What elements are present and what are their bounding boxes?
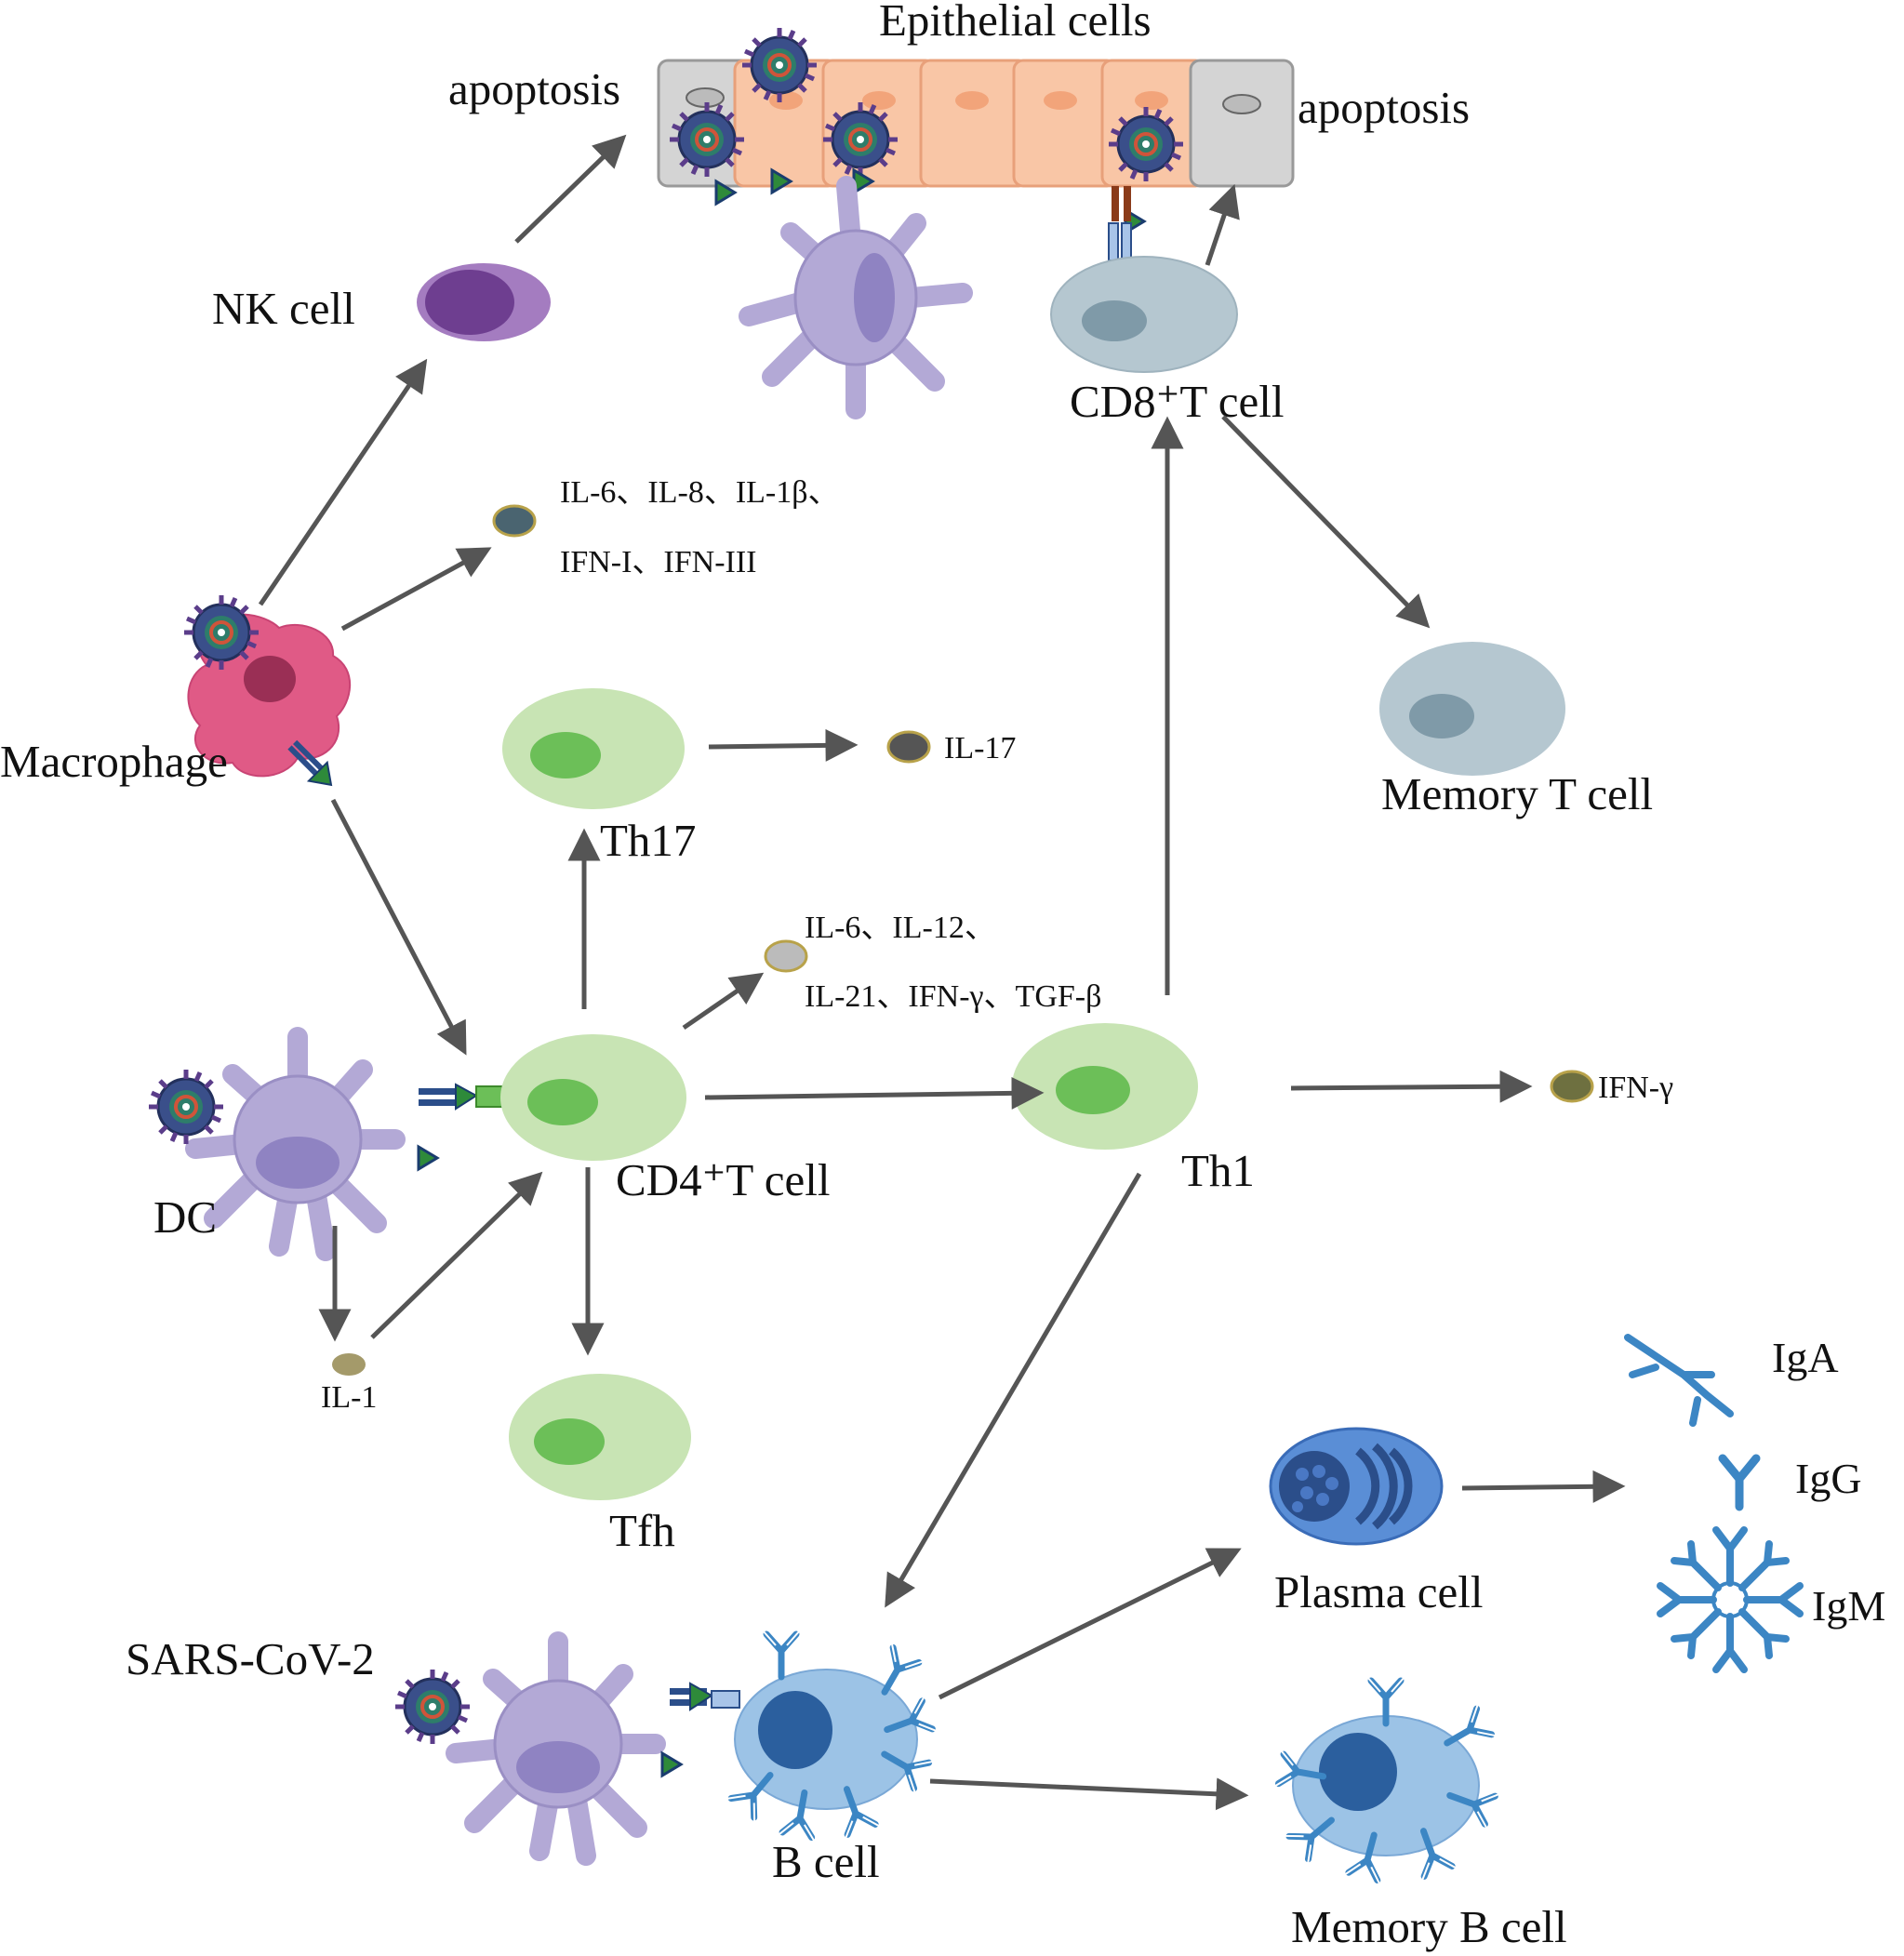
cytokine-dot-icon [764, 939, 808, 973]
cd8-t-cell [1050, 256, 1238, 373]
cd4-cytokines-line2: IL-21、IFN-γ、TGF-β [805, 979, 1101, 1014]
macrophage-label: Macrophage [0, 736, 228, 787]
arrow-cd4-to-th1 [704, 1076, 1045, 1110]
virus-icon [395, 1670, 470, 1744]
igm-label: IgM [1812, 1582, 1885, 1630]
cd4-cytokines-line1: IL-6、IL-12、 [805, 911, 996, 945]
virus-icon [670, 102, 744, 177]
arrow-b-to-memory-b [929, 1777, 1249, 1811]
apoptosis-right-label: apoptosis [1298, 82, 1470, 133]
th1-label: Th1 [1181, 1145, 1255, 1196]
arrow-th1-to-b-cell [885, 1172, 1142, 1608]
epithelial-cell-3 [919, 59, 1030, 188]
apoptosis-left-label: apoptosis [448, 63, 620, 114]
memory-b-label: Memory B cell [1291, 1901, 1567, 1952]
epithelial-label: Epithelial cells [879, 0, 1152, 46]
memory-t-label: Memory T cell [1381, 768, 1653, 819]
th17-label: Th17 [600, 815, 696, 866]
sars-label: SARS-CoV-2 [126, 1633, 375, 1684]
nk-cell [417, 263, 551, 341]
receptor-icon [419, 1083, 503, 1111]
memory-b-cell [1292, 1715, 1480, 1856]
plasma-label: Plasma cell [1274, 1566, 1484, 1617]
virus-icon [149, 1070, 223, 1144]
cd4-cell-label: CD4⁺T cell [616, 1154, 830, 1205]
memory-t-cell [1379, 642, 1565, 776]
tfh-cell [509, 1374, 691, 1500]
arrow-th1-to-ifn-gamma [1290, 1070, 1533, 1103]
il1-label: IL-1 [321, 1380, 377, 1415]
cytokine-dot-icon [332, 1353, 366, 1376]
cytokine-dot-icon [492, 504, 537, 538]
igg-antibody-icon [1718, 1454, 1761, 1511]
tfh-label: Tfh [609, 1505, 675, 1556]
b-cell [734, 1669, 918, 1810]
epithelial-layer [657, 28, 1295, 261]
receptor-icon [1108, 186, 1132, 261]
macrophage-cytokines-line2: IFN-I、IFN-III [560, 545, 757, 579]
cytokine-dot-icon [1550, 1070, 1594, 1103]
arrow-b-to-plasma [938, 1548, 1242, 1700]
virus-icon [742, 28, 817, 102]
arrow-cd4-to-cytokines [682, 972, 765, 1031]
iga-label: IgA [1772, 1334, 1839, 1381]
dc-label: DC [153, 1191, 217, 1243]
ifn-gamma-label: IFN-γ [1598, 1071, 1673, 1105]
igm-antibody-icon [1657, 1526, 1804, 1673]
antigen-icon [417, 1145, 439, 1171]
receptor-icon [287, 739, 333, 787]
macrophage-cytokines-line1: IL-6、IL-8、IL-1β、 [560, 475, 840, 510]
dendritic-cell-top [739, 176, 973, 419]
arrow-plasma-to-antibodies [1461, 1470, 1626, 1503]
arrow-macrophage-to-nk [258, 358, 428, 606]
cytokine-dot-icon [886, 730, 931, 764]
th1-cell [1012, 1023, 1198, 1150]
cd4-t-cell [500, 1034, 686, 1161]
th17-cell [502, 688, 685, 809]
virus-icon [184, 595, 259, 670]
arrows [258, 134, 1626, 1811]
il17-label: IL-17 [944, 731, 1016, 765]
igg-label: IgG [1795, 1455, 1862, 1502]
virus-icon [823, 102, 898, 177]
plasma-cell [1269, 1427, 1444, 1546]
nk-cell-label: NK cell [212, 283, 355, 334]
virus-icon [1109, 107, 1183, 181]
dendritic-cell-bottom [456, 1642, 656, 1856]
epithelial-cell-gray-right [1189, 59, 1295, 188]
cd8-cell-label: CD8⁺T cell [1070, 376, 1284, 427]
arrow-macrophage-to-cd4 [330, 798, 467, 1056]
dendritic-cell-left [195, 1037, 395, 1251]
arrow-il1-to-cd4 [370, 1171, 543, 1339]
arrow-cd8-to-epithelium [1205, 183, 1240, 266]
arrow-macrophage-to-cytokines [340, 547, 492, 632]
arrow-th17-to-il17 [708, 728, 859, 762]
receptor-icon [670, 1682, 740, 1711]
iga-antibody-icon [1624, 1334, 1734, 1427]
arrow-cd8-to-memory-t [1221, 415, 1431, 629]
b-cell-label: B cell [772, 1836, 880, 1887]
arrow-nk-to-epithelium [514, 134, 627, 244]
antigen-icon [660, 1751, 683, 1777]
